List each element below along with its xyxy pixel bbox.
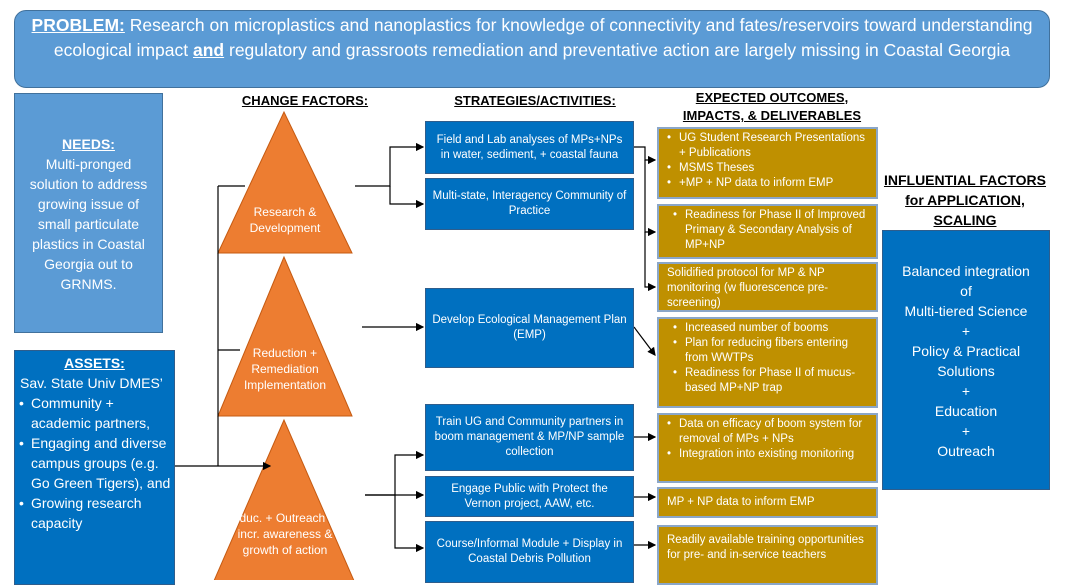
- outcome-item: Readiness for Phase II of mucus-based MP…: [673, 366, 868, 396]
- outcome-item: Readiness for Phase II of Improved Prima…: [673, 208, 868, 253]
- change-factor-reduction: Reduction + Remediation Implementation: [243, 346, 327, 392]
- triangle-reduction: [217, 255, 353, 417]
- problem-and: and: [193, 40, 225, 60]
- needs-text: Multi-pronged solution to address growin…: [29, 156, 148, 292]
- outcome-item: MSMS Theses: [667, 161, 868, 176]
- assets-box: ASSETS: Sav. State Univ DMES’ Community …: [14, 350, 175, 585]
- problem-text-a: Research on microplastics and nanoplasti…: [53, 15, 1033, 60]
- outcome-box: MP + NP data to inform EMP: [657, 487, 878, 518]
- outcome-item: Data on efficacy of boom system for remo…: [667, 417, 868, 447]
- header-influential: INFLUENTIAL FACTORS for APPLICATION, SCA…: [883, 172, 1047, 228]
- influential-line: +: [961, 383, 971, 399]
- problem-text-b: regulatory and grassroots remediation an…: [229, 40, 1011, 60]
- outcome-box: Readiness for Phase II of Improved Prima…: [657, 204, 878, 259]
- outcome-box: Data on efficacy of boom system for remo…: [657, 413, 878, 483]
- influential-line: +: [961, 323, 971, 339]
- assets-item: Growing research capacity: [19, 493, 172, 533]
- influential-line: of: [960, 283, 972, 299]
- change-factor-research: Research & Development: [249, 205, 321, 235]
- influential-line: Policy & Practical Solutions: [911, 343, 1021, 379]
- outcome-box: Readily available training opportunities…: [657, 525, 878, 585]
- influential-line: Balanced integration: [902, 263, 1030, 279]
- outcome-item: +MP + NP data to inform EMP: [667, 176, 868, 191]
- outcome-item: Plan for reducing fibers entering from W…: [673, 336, 868, 366]
- header-outcomes: EXPECTED OUTCOMES, IMPACTS, & DELIVERABL…: [682, 90, 862, 123]
- assets-intro: Sav. State Univ DMES’: [20, 375, 163, 391]
- influential-line: Education: [934, 403, 998, 419]
- triangle-education: [213, 418, 355, 580]
- needs-title: NEEDS:: [62, 136, 115, 152]
- triangle-research: [217, 110, 353, 254]
- assets-title: ASSETS:: [64, 355, 125, 371]
- strategy-box: Train UG and Community partners in boom …: [425, 404, 634, 471]
- influential-line: Outreach: [937, 443, 995, 459]
- outcome-box: Increased number of booms Plan for reduc…: [657, 317, 878, 408]
- outcome-item: Integration into existing monitoring: [667, 447, 868, 462]
- assets-item: Community + academic partners,: [19, 393, 172, 433]
- assets-item: Engaging and diverse campus groups (e.g.…: [19, 433, 172, 493]
- outcome-box: Solidified protocol for MP & NP monitori…: [657, 262, 878, 312]
- strategy-box: Multi-state, Interagency Community of Pr…: [425, 178, 634, 230]
- influential-line: +: [961, 423, 971, 439]
- header-change-factors: CHANGE FACTORS:: [241, 93, 369, 108]
- problem-label: PROBLEM:: [31, 15, 125, 35]
- problem-banner: PROBLEM: Research on microplastics and n…: [14, 10, 1050, 88]
- strategy-box: Field and Lab analyses of MPs+NPs in wat…: [425, 121, 634, 174]
- strategy-box: Develop Ecological Management Plan (EMP): [425, 288, 634, 368]
- influential-box: Balanced integration of Multi-tiered Sci…: [882, 230, 1050, 490]
- needs-box: NEEDS: Multi-pronged solution to address…: [14, 93, 163, 333]
- change-factor-education: Educ. + Outreach to incr. awareness & gr…: [231, 511, 339, 557]
- strategy-box: Course/Informal Module + Display in Coas…: [425, 521, 634, 583]
- outcome-item: Increased number of booms: [673, 321, 868, 336]
- outcome-item: UG Student Research Presentations + Publ…: [667, 131, 868, 161]
- influential-line: Multi-tiered Science: [904, 303, 1028, 319]
- outcome-box: UG Student Research Presentations + Publ…: [657, 127, 878, 199]
- header-strategies: STRATEGIES/ACTIVITIES:: [454, 93, 616, 108]
- strategy-box: Engage Public with Protect the Vernon pr…: [425, 476, 634, 517]
